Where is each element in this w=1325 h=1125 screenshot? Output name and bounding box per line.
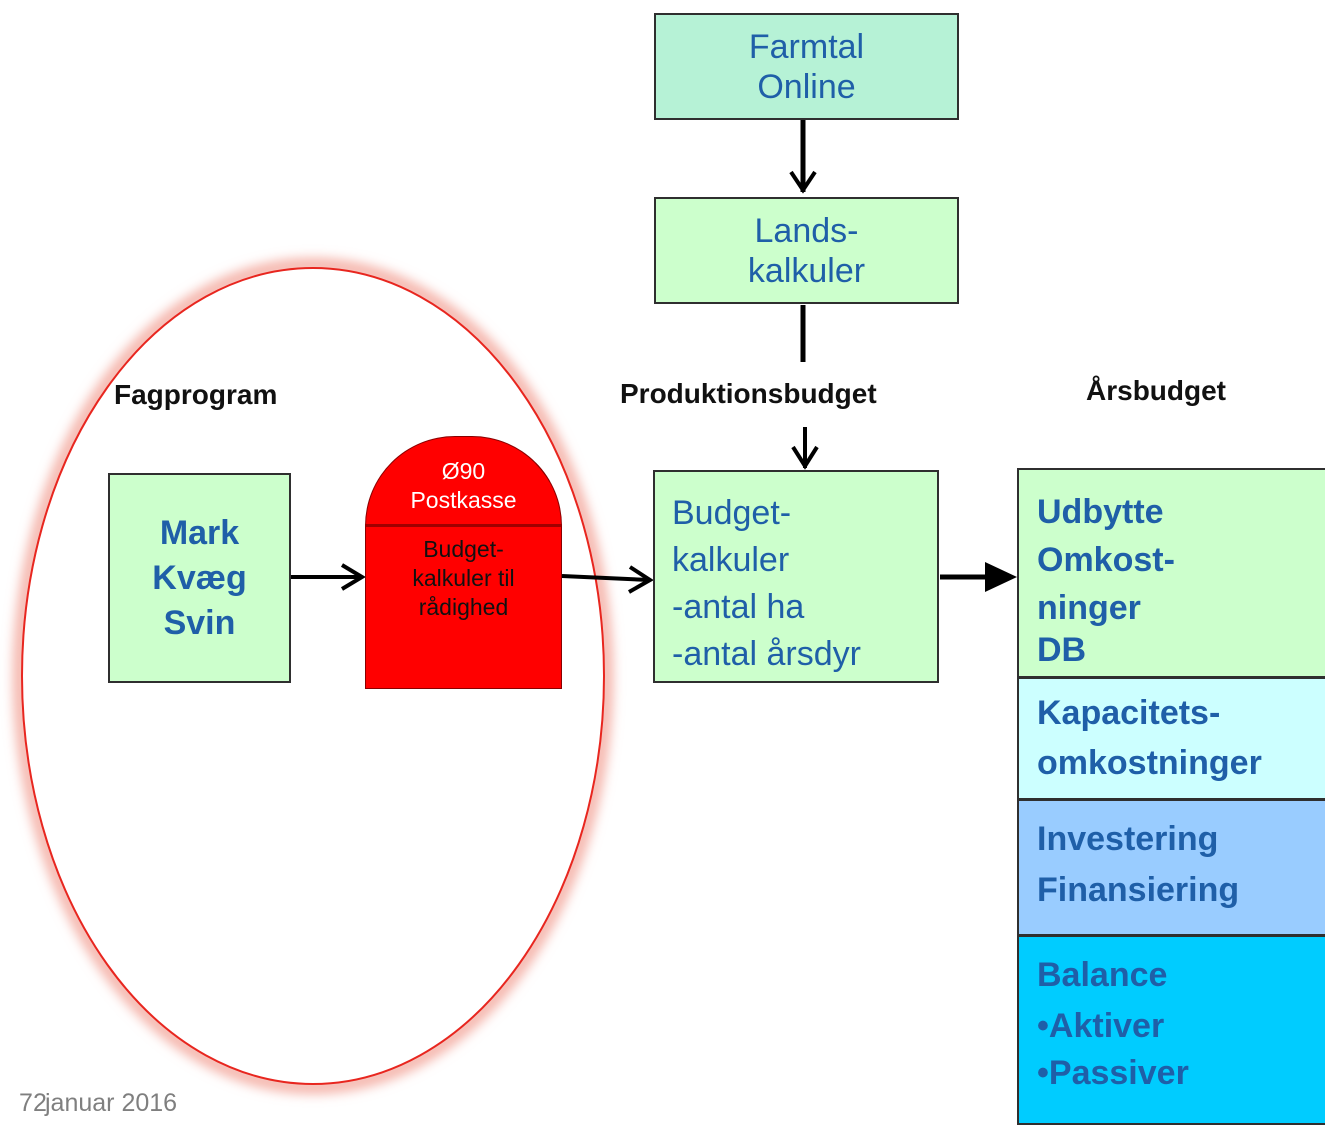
- mark-line-2: Kvæg: [152, 558, 247, 597]
- section4-bullet-2: •Passiver: [1037, 1054, 1189, 1092]
- postkasse-body: Budget- kalkuler til rådighed: [365, 524, 562, 689]
- postkasse: Ø90 Postkasse Budget- kalkuler til rådig…: [365, 436, 562, 689]
- mark-line-1: Mark: [159, 513, 240, 552]
- postkasse-body-line-2: kalkuler til: [412, 565, 515, 591]
- label-produktionsbudget: Produktionsbudget: [620, 378, 877, 409]
- postkasse-top-line-1: Ø90: [441, 458, 486, 484]
- budget-line-4: -antal årsdyr: [672, 635, 861, 673]
- section1-line-4: DB: [1037, 631, 1087, 669]
- section1-line-3: ninger: [1037, 589, 1141, 627]
- footer-page-number: 7: [19, 1089, 33, 1117]
- farmtal-line-1: Farmtal: [748, 27, 865, 66]
- postkasse-top: Ø90 Postkasse: [365, 436, 562, 526]
- mark-kvaeg-svin-box: Mark Kvæg Svin: [108, 473, 291, 683]
- aarsbudget-section-balance: Balance •Aktiver •Passiver: [1017, 935, 1325, 1125]
- budget-line-3: -antal ha: [672, 588, 805, 626]
- budget-line-1: Budget-: [672, 494, 792, 532]
- aarsbudget-section-investering: Investering Finansiering: [1017, 799, 1325, 936]
- section4-bullet-1: •Aktiver: [1037, 1007, 1165, 1045]
- section1-line-1: Udbytte: [1037, 493, 1164, 531]
- budget-line-2: kalkuler: [672, 541, 790, 579]
- farmtal-online-box: Farmtal Online: [654, 13, 959, 120]
- section3-line-1: Investering: [1037, 820, 1219, 858]
- section2-line-2: omkostninger: [1037, 744, 1262, 782]
- postkasse-top-line-2: Postkasse: [410, 487, 517, 513]
- label-fagprogram: Fagprogram: [114, 379, 278, 410]
- footer-slide-overlap: 2: [33, 1089, 47, 1117]
- mark-line-3: Svin: [163, 603, 236, 642]
- section4-title: Balance: [1037, 956, 1168, 994]
- section1-line-2: Omkost-: [1037, 541, 1175, 579]
- lands-line-2: kalkuler: [747, 251, 866, 290]
- postkasse-body-line-3: rådighed: [418, 594, 509, 620]
- budgetkalkuler-box: Budget- kalkuler -antal ha -antal årsdyr: [653, 470, 939, 683]
- footer-date: januar 2016: [45, 1089, 178, 1117]
- section2-line-1: Kapacitets-: [1037, 694, 1221, 732]
- section3-line-2: Finansiering: [1037, 871, 1240, 909]
- postkasse-body-line-1: Budget-: [423, 536, 504, 562]
- farmtal-line-2: Online: [757, 67, 856, 106]
- landskalkuler-box: Lands- kalkuler: [654, 197, 959, 304]
- aarsbudget-section-kapacitet: Kapacitets- omkostninger: [1017, 677, 1325, 800]
- arrow-postkasse-budget: [561, 574, 651, 582]
- label-aarsbudget: Årsbudget: [1086, 375, 1226, 406]
- fagprogram-circle-glow: [14, 259, 612, 1093]
- aarsbudget-section-db: Udbytte Omkost- ninger DB: [1017, 468, 1325, 678]
- lands-line-1: Lands-: [754, 211, 859, 250]
